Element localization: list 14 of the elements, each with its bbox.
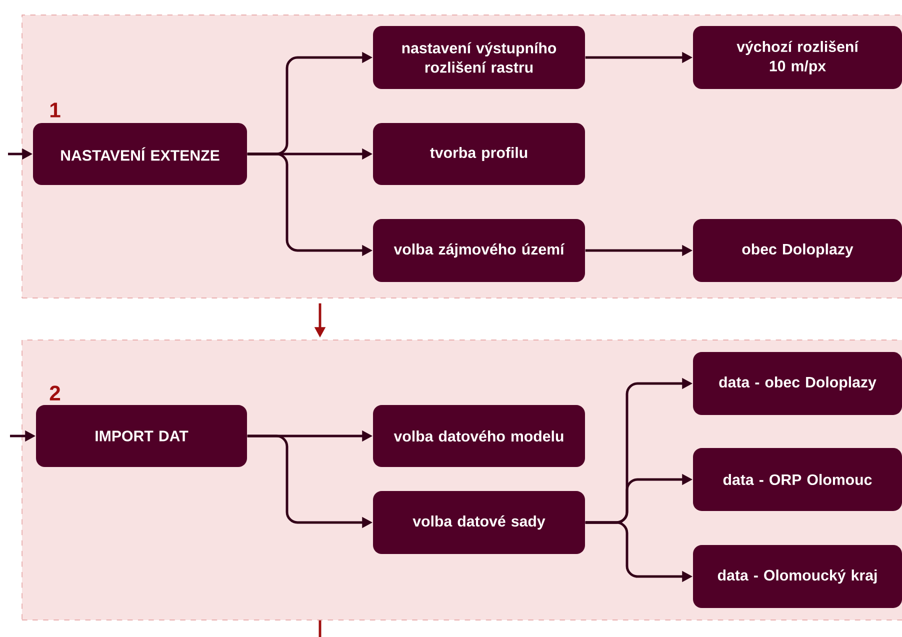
process-box: data - ORP Olomouc [693, 448, 902, 511]
process-box: data - Olomoucký kraj [693, 545, 902, 608]
process-box: nastavení výstupního rozlišení rastru [373, 26, 585, 89]
process-box: výchozí rozlišení 10 m/px [693, 26, 902, 89]
process-box: data - obec Doloplazy [693, 352, 902, 415]
process-box: volba datového modelu [373, 405, 585, 467]
process-box: obec Doloplazy [693, 219, 902, 282]
process-box: volba zájmového území [373, 219, 585, 282]
process-box: NASTAVENÍ EXTENZE [33, 123, 247, 185]
process-box: IMPORT DAT [36, 405, 247, 467]
process-box: volba datové sady [373, 491, 585, 554]
process-box: tvorba profilu [373, 123, 585, 185]
number-label: 1 [50, 102, 60, 118]
number-label: 2 [50, 386, 60, 400]
